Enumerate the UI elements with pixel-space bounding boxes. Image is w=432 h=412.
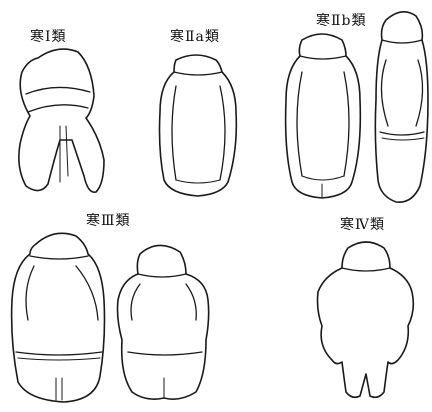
label-type-2b: 寒Ⅱb類: [316, 13, 367, 29]
drawing-type-2b-left: [284, 33, 362, 199]
drawing-type-2a: [158, 54, 238, 197]
label-type-1: 寒Ⅰ類: [30, 29, 67, 45]
drawing-type-3-right: [116, 244, 210, 400]
label-type-2a: 寒Ⅱa類: [170, 29, 220, 45]
label-type-4: 寒Ⅳ類: [340, 217, 385, 233]
drawing-type-2b-right: [374, 11, 429, 203]
drawing-type-4: [316, 241, 415, 399]
drawing-type-1: [18, 48, 105, 193]
drawing-type-3-left: [10, 232, 106, 403]
label-type-3: 寒Ⅲ類: [86, 213, 131, 229]
